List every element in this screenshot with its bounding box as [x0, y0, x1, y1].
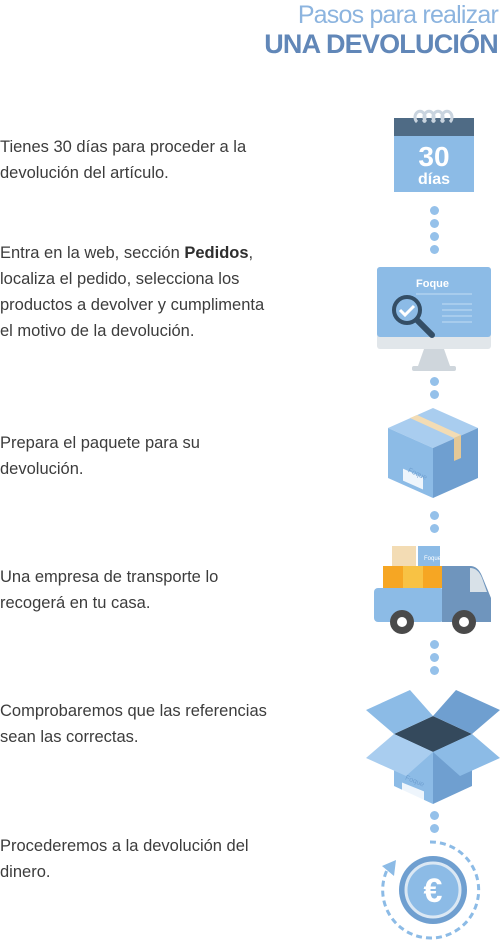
step-5-text: Comprobaremos que las referencias sean l… [0, 702, 267, 746]
euro-refund-icon: € [380, 838, 484, 947]
calendar-number: 30 [418, 141, 449, 172]
monitor-brand: Foque [416, 278, 449, 290]
euro-symbol: € [424, 872, 443, 910]
step-1-text: Tienes 30 días para proceder a la devolu… [0, 138, 247, 182]
connector-dots-2 [429, 377, 439, 403]
page-title-line1: Pasos para realizar [297, 1, 499, 29]
step-2-bold: Pedidos [184, 244, 249, 262]
monitor-search-icon: Foque [376, 266, 492, 379]
open-box-icon: Foque [366, 686, 500, 811]
calendar-unit: días [418, 171, 450, 188]
step-6-text: Procederemos a la devolución del dinero. [0, 837, 249, 881]
calendar-icon: 30 días [393, 108, 475, 197]
connector-dots-3 [429, 511, 439, 537]
package-icon: Foque [386, 406, 480, 505]
page-title-line2: UNA DEVOLUCIÓN [264, 29, 499, 59]
step-3-text: Prepara el paquete para su devolución. [0, 434, 200, 478]
step-4-text: Una empresa de transporte lo recogerá en… [0, 568, 219, 612]
connector-dots-1 [429, 206, 439, 258]
connector-dots-4 [429, 640, 439, 679]
connector-dots-5 [429, 811, 439, 837]
truck-icon: Foque [374, 544, 492, 641]
step-2-text: Entra en la web, sección Pedidos, locali… [0, 244, 265, 340]
page-header: Pasos para realizar UNA DEVOLUCIÓN [264, 0, 499, 59]
truck-brand: Foque [424, 556, 442, 562]
